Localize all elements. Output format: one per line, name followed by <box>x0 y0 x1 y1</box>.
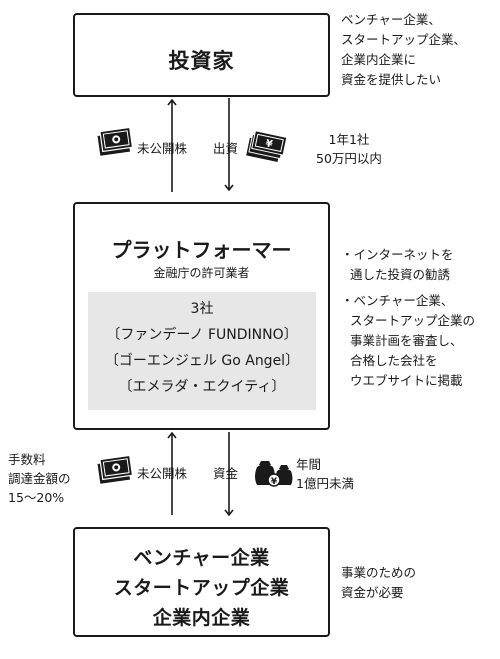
cash-bundle-icon: ¥ <box>246 130 288 163</box>
funds-label-bottom: 資金 <box>213 466 239 481</box>
company-note-line: 事業のための <box>341 565 417 580</box>
fee-note-line: 調達金額の <box>8 471 71 486</box>
platform-note-line: ウエブサイトに掲載 <box>350 373 463 388</box>
platform-title: プラットフォーマー <box>111 238 292 262</box>
platform-box: プラットフォーマー 金融庁の許可業者 3社 〔ファンデーノ FUNDINNO〕 … <box>73 202 330 430</box>
money-bags-icon: ¥ <box>255 461 293 487</box>
investor-note-line: 企業内企業に <box>341 52 417 67</box>
platform-company-item: 〔ゴーエンジェル Go Angel〕 <box>104 353 300 369</box>
annual-limit-note: 年間 1億円未満 <box>296 455 354 493</box>
platform-note-line: 通した投資の勧誘 <box>350 267 451 282</box>
unlisted-stock-label-bottom: 未公開株 <box>137 466 188 481</box>
platform-note-line: ・インターネットを <box>341 247 454 262</box>
investor-note-line: スタートアップ企業、 <box>341 32 467 47</box>
svg-text:¥: ¥ <box>271 477 278 487</box>
investment-limit-line: 1年1社 <box>328 132 370 147</box>
platform-subtitle: 金融庁の許可業者 <box>153 266 250 280</box>
investor-note-line: 資金を提供したい <box>341 72 442 87</box>
fee-note-line: 15〜20% <box>8 490 65 505</box>
company-box: ベンチャー企業 スタートアップ企業 企業内企業 <box>73 527 330 637</box>
fee-note-line: 手数料 <box>8 452 46 467</box>
investor-box: 投資家 <box>73 13 330 97</box>
company-line: ベンチャー企業 <box>133 547 270 569</box>
svg-text:¥: ¥ <box>264 138 273 150</box>
unlisted-stock-label-top: 未公開株 <box>137 141 188 156</box>
investment-label-top: 出資 <box>213 141 239 156</box>
investor-note-line: ベンチャー企業、 <box>341 12 441 27</box>
annual-limit-line: 年間 <box>296 457 322 472</box>
platform-note-line: 事業計画を審査し、 <box>350 333 463 348</box>
investment-limit-line: 50万円以内 <box>316 151 382 166</box>
platform-note-line: ・ベンチャー企業、 <box>341 293 454 308</box>
investor-title: 投資家 <box>168 49 235 73</box>
investment-limit-note: 1年1社 50万円以内 <box>316 130 382 168</box>
platform-note: ・インターネットを 通した投資の勧誘 ・ベンチャー企業、 スタートアップ企業の … <box>341 245 475 391</box>
company-line: 企業内企業 <box>152 607 251 629</box>
platform-note-line: 合格した会社を <box>350 353 438 368</box>
platform-note-line: スタートアップ企業の <box>350 313 476 328</box>
company-note: 事業のための 資金が必要 <box>341 563 416 603</box>
stock-certificate-icon <box>97 126 134 156</box>
company-line: スタートアップ企業 <box>113 577 290 599</box>
platform-count: 3社 <box>190 301 214 317</box>
investor-note: ベンチャー企業、 スタートアップ企業、 企業内企業に 資金を提供したい <box>341 10 466 90</box>
company-note-line: 資金が必要 <box>341 585 404 600</box>
platform-company-item: 〔ファンデーノ FUNDINNO〕 <box>106 327 298 343</box>
platform-companies-panel: 3社 〔ファンデーノ FUNDINNO〕 〔ゴーエンジェル Go Angel〕 … <box>88 292 316 410</box>
fee-note: 手数料 調達金額の 15〜20% <box>8 450 71 507</box>
stock-certificate-icon <box>97 454 134 484</box>
platform-company-item: 〔エメラダ・エクイティ〕 <box>118 379 286 395</box>
annual-limit-line: 1億円未満 <box>296 476 354 491</box>
